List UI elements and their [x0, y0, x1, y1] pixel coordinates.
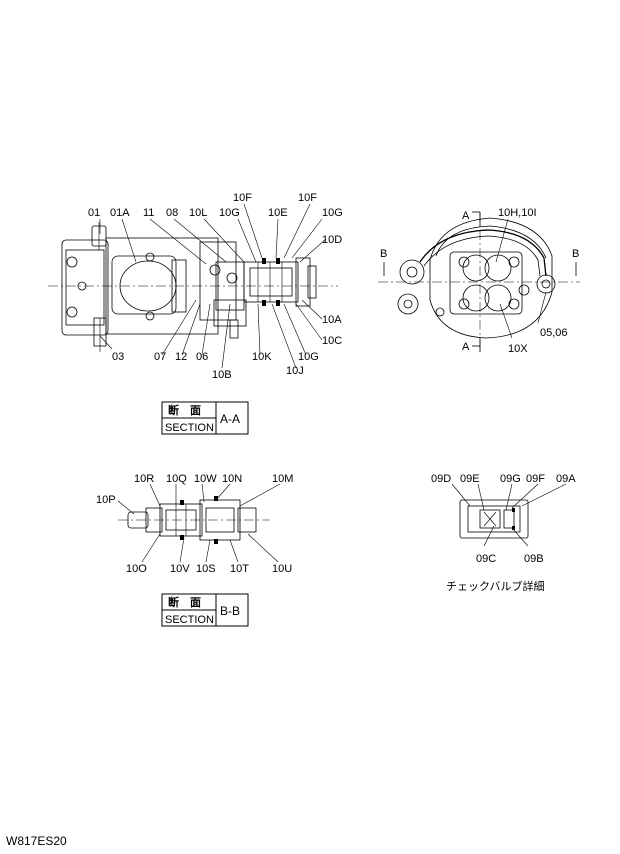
section-bb-id: B-B — [220, 604, 240, 618]
label-10o: 10O — [126, 563, 147, 575]
label-09b: 09B — [524, 553, 544, 565]
bb-leaders — [117, 483, 281, 563]
side-view-drawing — [48, 222, 338, 352]
label-10t: 10T — [230, 563, 249, 575]
label-10d: 10D — [322, 234, 342, 246]
bb-section-drawing — [118, 496, 270, 544]
cut-a-top: A — [462, 210, 470, 222]
section-aa-en: SECTION — [165, 422, 214, 434]
label-10c: 10C — [322, 335, 342, 347]
section-bb-jp: 断 面 — [168, 595, 201, 609]
cut-b-right: B — [572, 248, 579, 260]
label-10g-bottom: 10G — [298, 351, 319, 363]
label-09e: 09E — [460, 473, 480, 485]
end-view-drawing — [378, 211, 580, 352]
label-10r: 10R — [134, 473, 154, 485]
label-12: 12 — [175, 351, 187, 363]
end-view-labels: A A B B 10H,10I 05,06 10X — [380, 207, 579, 355]
label-10p: 10P — [96, 494, 116, 506]
label-09a: 09A — [556, 473, 576, 485]
label-10b: 10B — [212, 369, 232, 381]
label-09f: 09F — [526, 473, 545, 485]
label-10h-10i: 10H,10I — [498, 207, 537, 219]
label-10f-left: 10F — [233, 192, 252, 204]
side-view-part-labels: 01 01A 11 08 10L 10G 10F 10E 10F 10G 10D… — [88, 192, 343, 381]
section-aa-id: A-A — [220, 412, 240, 426]
label-10j: 10J — [286, 365, 304, 377]
label-10l: 10L — [189, 207, 207, 219]
section-aa-box: 断 面 SECTION A-A — [161, 401, 249, 435]
label-10n: 10N — [222, 473, 242, 485]
label-11: 11 — [143, 207, 154, 219]
drawing-code: W817ES20 — [6, 834, 67, 848]
section-bb-en: SECTION — [165, 614, 214, 626]
side-view-leaders — [99, 203, 327, 369]
end-view-leaders — [495, 218, 547, 339]
bb-labels: 10R 10Q 10W 10N 10M 10P 10O 10V 10S 10T … — [96, 473, 293, 575]
cut-a-bottom: A — [462, 341, 470, 353]
label-03: 03 — [112, 351, 124, 363]
label-07: 07 — [154, 351, 166, 363]
label-01a: 01A — [110, 207, 130, 219]
label-10w: 10W — [194, 473, 217, 485]
label-10u: 10U — [272, 563, 292, 575]
label-09d: 09D — [431, 473, 451, 485]
label-08: 08 — [166, 207, 178, 219]
check-valve-caption: チェックバルブ詳細 — [446, 579, 544, 593]
label-10f-right: 10F — [298, 192, 317, 204]
label-10q: 10Q — [166, 473, 187, 485]
check-valve-labels: 09D 09E 09G 09F 09A 09C 09B チェックバルブ詳細 — [431, 473, 576, 593]
label-10g-right: 10G — [322, 207, 343, 219]
check-valve-leaders — [451, 483, 567, 547]
label-10a: 10A — [322, 314, 342, 326]
label-09c: 09C — [476, 553, 496, 565]
label-01: 01 — [88, 207, 100, 219]
label-06: 06 — [196, 351, 208, 363]
check-valve-drawing — [459, 499, 529, 539]
label-10m: 10M — [272, 473, 293, 485]
label-10e: 10E — [268, 207, 288, 219]
cut-b-left: B — [380, 248, 387, 260]
label-10s: 10S — [196, 563, 216, 575]
section-aa-jp: 断 面 — [168, 403, 201, 417]
label-10g-top: 10G — [219, 207, 240, 219]
label-09g: 09G — [500, 473, 521, 485]
section-bb-box: 断 面 SECTION B-B — [161, 593, 249, 627]
label-10v: 10V — [170, 563, 190, 575]
label-10x: 10X — [508, 343, 528, 355]
label-10k: 10K — [252, 351, 272, 363]
label-05-06: 05,06 — [540, 327, 568, 339]
